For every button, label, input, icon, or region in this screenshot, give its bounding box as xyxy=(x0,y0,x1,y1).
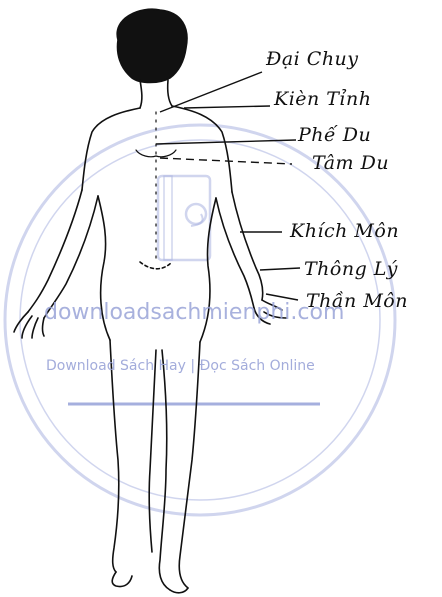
leader-kien-tinh xyxy=(184,106,270,108)
label-dai-chuy: Đại Chuy xyxy=(266,48,359,70)
hair xyxy=(117,9,187,82)
label-tam-du: Tâm Du xyxy=(312,152,389,174)
watermark-url: downloadsachmienphi.com xyxy=(44,300,344,325)
label-thong-ly: Thông Lý xyxy=(304,258,398,280)
label-phe-du: Phế Du xyxy=(298,124,371,146)
label-khich-mon: Khích Môn xyxy=(290,220,399,242)
label-kien-tinh: Kièn Tỉnh xyxy=(274,88,372,110)
watermark-tagline: Download Sách Hay | Đọc Sách Online xyxy=(46,358,315,374)
leader-thong-ly xyxy=(260,268,300,270)
leader-tam-du xyxy=(160,158,292,164)
